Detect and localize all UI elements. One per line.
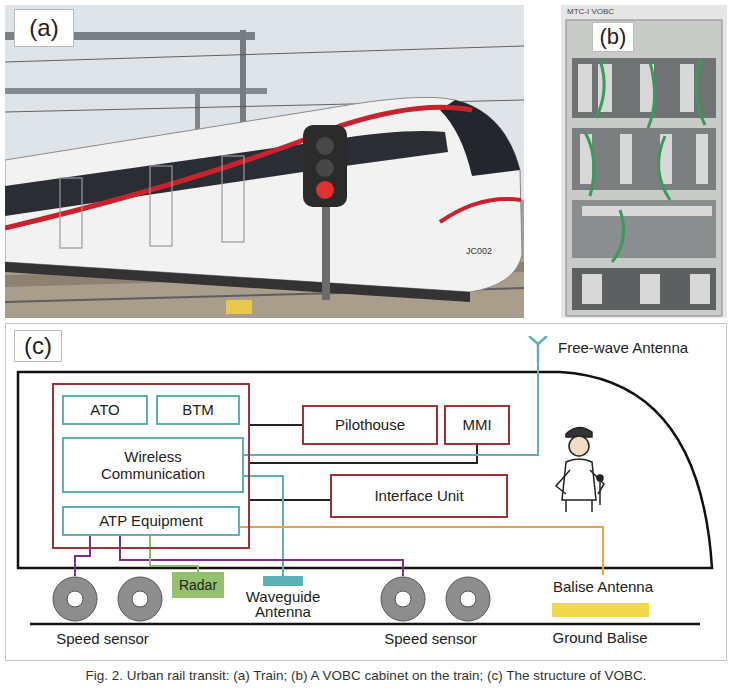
module-box: Wireless Communication bbox=[62, 437, 244, 493]
modules bbox=[578, 64, 712, 304]
connector bbox=[244, 362, 538, 455]
catenary-wire bbox=[5, 46, 524, 62]
unit-box: Interface Unit bbox=[330, 474, 508, 518]
module-row bbox=[572, 58, 716, 118]
wheel-hub bbox=[395, 591, 411, 607]
cabinet bbox=[566, 20, 722, 316]
signal-lamp bbox=[316, 159, 334, 177]
photo-ground bbox=[561, 5, 727, 318]
ground-box bbox=[226, 300, 252, 314]
connector bbox=[240, 527, 603, 575]
wheel-hub bbox=[460, 591, 476, 607]
train-number: JC002 bbox=[466, 246, 492, 256]
signal-lamp bbox=[316, 181, 334, 199]
window-band bbox=[5, 131, 448, 216]
wheel bbox=[446, 577, 490, 621]
connector bbox=[120, 536, 403, 576]
cabinet-photo bbox=[561, 5, 727, 318]
windshield bbox=[440, 100, 520, 176]
node-label: Free-wave Antenna bbox=[558, 339, 688, 356]
module-box: ATO bbox=[62, 395, 148, 425]
rail bbox=[30, 623, 700, 626]
module-box: ATP Equipment bbox=[62, 506, 240, 536]
node-label: Ground Balise bbox=[552, 629, 647, 646]
connector bbox=[75, 536, 90, 576]
wheel-symbol bbox=[368, 576, 493, 622]
vobc-box: ATO BTM Wireless CommunicationATP Equipmen… bbox=[52, 383, 250, 549]
node-label: Interface Unit bbox=[374, 487, 463, 504]
connector bbox=[250, 424, 302, 426]
train-photo bbox=[5, 5, 524, 318]
antenna-line bbox=[529, 336, 547, 362]
wheel bbox=[53, 577, 97, 621]
waveguide-antenna: Waveguide Antenna bbox=[241, 576, 325, 619]
waveguide-bar bbox=[263, 576, 303, 586]
gantry-beam bbox=[5, 88, 267, 94]
train-skirt bbox=[5, 262, 470, 302]
node-label: Wireless Communication bbox=[94, 448, 212, 483]
node-label: BTM bbox=[182, 401, 214, 418]
train-body bbox=[5, 97, 522, 292]
panel-frame bbox=[6, 324, 727, 661]
node-label: MMI bbox=[462, 416, 491, 433]
module-box: BTM bbox=[156, 395, 240, 425]
antenna-symbol bbox=[526, 336, 550, 362]
sky bbox=[5, 5, 524, 318]
figure-caption: Fig. 2. Urban rail transit: (a) Train; (… bbox=[0, 668, 732, 684]
wheel bbox=[118, 577, 162, 621]
connector bbox=[150, 536, 198, 572]
unit-box: MMI bbox=[444, 405, 510, 445]
red-stripe bbox=[5, 107, 472, 228]
antenna-symbol: Free-wave Antenna bbox=[526, 336, 688, 362]
signal-pole bbox=[322, 200, 330, 300]
doors bbox=[60, 156, 244, 248]
node-label: ATO bbox=[90, 401, 119, 418]
wheel-hub bbox=[67, 591, 83, 607]
radar-box: Radar bbox=[172, 572, 224, 598]
driver-figure bbox=[556, 427, 604, 512]
panel-label: (a) bbox=[14, 9, 74, 47]
module-row bbox=[572, 200, 716, 258]
cables bbox=[585, 60, 705, 262]
red-stripe bbox=[440, 199, 521, 222]
cabinet-label: MTC-I VOBC bbox=[567, 7, 614, 16]
module-row bbox=[572, 268, 716, 310]
node-label: Speed sensor bbox=[384, 630, 477, 647]
unit-box: Pilothouse bbox=[302, 405, 438, 445]
signal-lamp bbox=[316, 137, 334, 155]
balise-antenna: Balise Antenna bbox=[548, 575, 658, 595]
wheel bbox=[381, 577, 425, 621]
signal-head bbox=[303, 125, 347, 207]
panel-label: (c) bbox=[14, 330, 62, 362]
node-label: Waveguide Antenna bbox=[241, 589, 325, 619]
balise-bar bbox=[552, 603, 649, 617]
node-label: Balise Antenna bbox=[553, 578, 653, 595]
ground-balise: Ground Balise bbox=[545, 603, 655, 646]
wheel-pair: Speed sensor bbox=[40, 576, 165, 647]
wheel-pair: Speed sensor bbox=[368, 576, 493, 647]
node-label: ATP Equipment bbox=[99, 512, 203, 529]
wheel-hub bbox=[132, 591, 148, 607]
node-label: Speed sensor bbox=[56, 630, 149, 647]
node-label: Radar bbox=[179, 577, 217, 593]
connector bbox=[250, 499, 330, 501]
node-label: Pilothouse bbox=[335, 416, 405, 433]
panel-label: (b) bbox=[592, 22, 634, 52]
train-outline bbox=[18, 372, 712, 568]
wheel-symbol bbox=[40, 576, 165, 622]
